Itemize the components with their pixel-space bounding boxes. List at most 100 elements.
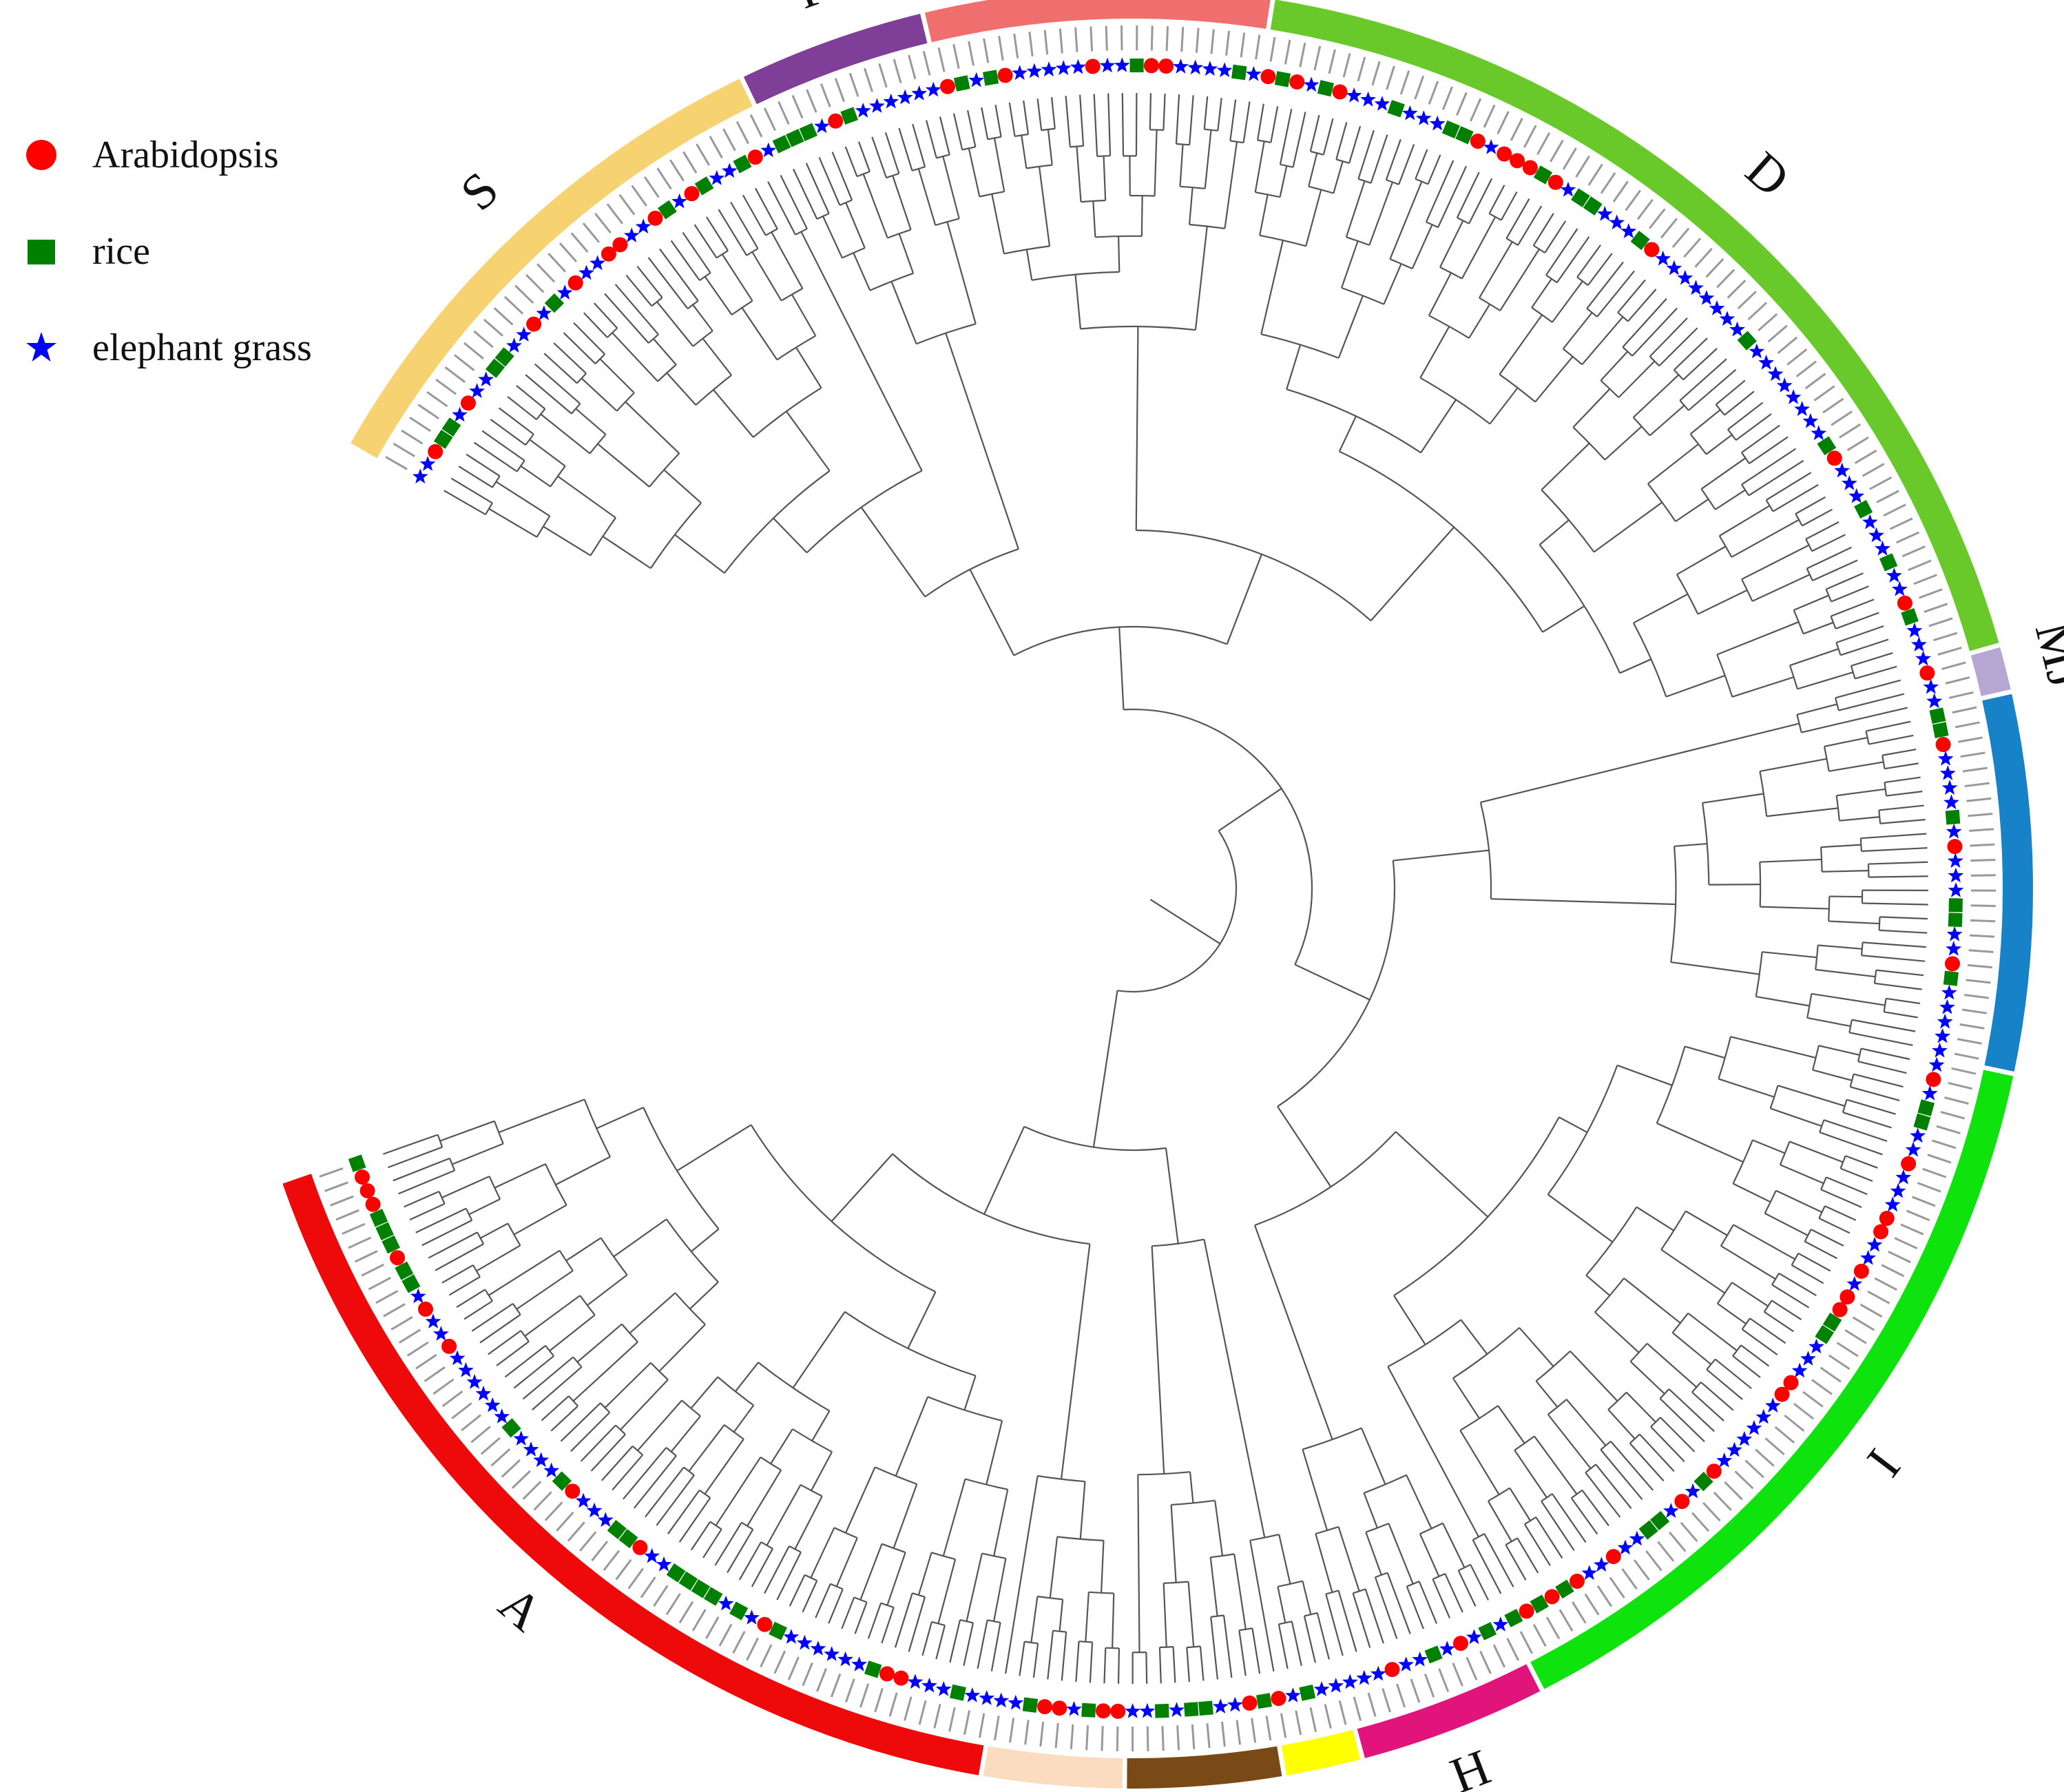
rice-marker bbox=[552, 1471, 572, 1491]
elephant-grass-marker bbox=[1139, 1702, 1156, 1718]
tip-label-glyph bbox=[1716, 269, 1735, 289]
tip-label-glyph bbox=[1510, 118, 1523, 141]
tip-label-glyph bbox=[567, 1521, 585, 1542]
tip-label-glyph bbox=[1889, 517, 1913, 530]
tip-label-glyph bbox=[1101, 1726, 1104, 1751]
rice-marker bbox=[799, 123, 817, 141]
tip-label-glyph bbox=[1883, 503, 1906, 517]
tip-label-glyph bbox=[1280, 1713, 1287, 1738]
rice-marker bbox=[1932, 722, 1949, 738]
elephant-grass-marker bbox=[1041, 61, 1057, 76]
tip-label-glyph bbox=[1968, 949, 1994, 953]
tip-label-glyph bbox=[582, 222, 601, 243]
elephant-grass-marker bbox=[1749, 343, 1765, 359]
elephant-grass-marker bbox=[644, 1548, 660, 1563]
tip-label-glyph bbox=[348, 1236, 372, 1249]
arabidopsis-marker bbox=[684, 186, 700, 202]
elephant-grass-marker bbox=[1401, 105, 1418, 121]
clade-ring-i bbox=[1530, 1070, 2014, 1689]
tip-label-glyph bbox=[385, 455, 408, 470]
tip-label-glyph bbox=[1922, 1167, 1947, 1178]
elephant-grass-marker bbox=[412, 468, 428, 483]
rice-marker bbox=[1943, 970, 1959, 986]
elephant-grass-marker bbox=[1666, 260, 1682, 275]
tip-label-glyph bbox=[806, 89, 817, 113]
arabidopsis-marker bbox=[1897, 595, 1912, 611]
tip-label-glyph bbox=[1609, 1576, 1625, 1598]
rice-marker bbox=[369, 1209, 388, 1227]
arabidopsis-marker bbox=[428, 444, 444, 459]
elephant-grass-marker bbox=[1841, 475, 1857, 490]
rice-marker bbox=[1917, 1099, 1935, 1116]
rice-marker bbox=[1317, 80, 1334, 97]
tip-label-glyph bbox=[1562, 147, 1577, 170]
rice-marker bbox=[1478, 1622, 1497, 1640]
tip-label-glyph bbox=[1070, 1724, 1074, 1749]
tip-label-glyph bbox=[548, 253, 566, 273]
elephant-grass-marker bbox=[1946, 823, 1962, 839]
tip-label-glyph bbox=[1414, 75, 1425, 100]
arabidopsis-marker bbox=[565, 1483, 581, 1499]
elephant-grass-marker bbox=[1808, 1338, 1824, 1354]
arabidopsis-marker bbox=[1919, 665, 1935, 681]
tip-label-glyph bbox=[533, 1491, 552, 1511]
tip-label-glyph bbox=[514, 284, 534, 304]
tip-label-glyph bbox=[1455, 92, 1468, 116]
arabidopsis-marker bbox=[390, 1250, 406, 1266]
tip-label-glyph bbox=[1691, 1512, 1710, 1532]
arabidopsis-marker bbox=[1052, 1700, 1067, 1716]
tip-label-glyph bbox=[933, 1704, 941, 1729]
tip-label-glyph bbox=[656, 167, 672, 190]
rice-marker bbox=[544, 293, 565, 313]
arabidopsis-marker bbox=[828, 113, 844, 129]
clade-label-e: E bbox=[2060, 866, 2064, 898]
tip-label-glyph bbox=[1747, 302, 1768, 320]
elephant-grass-marker bbox=[556, 284, 573, 300]
tip-label-glyph bbox=[1932, 1139, 1957, 1149]
tip-label-glyph bbox=[342, 1222, 366, 1235]
tip-markers bbox=[348, 57, 1964, 1719]
legend-label: rice bbox=[92, 230, 150, 273]
arabidopsis-marker bbox=[1853, 1263, 1869, 1279]
tip-label-glyph bbox=[522, 1481, 542, 1500]
tip-label-glyph bbox=[1180, 27, 1185, 52]
tip-label-glyph bbox=[1309, 1707, 1317, 1732]
tip-label-glyph bbox=[556, 1511, 574, 1532]
tip-label-glyph bbox=[1951, 1067, 1977, 1075]
tip-label-glyph bbox=[1888, 1250, 1911, 1264]
elephant-grass-marker bbox=[1466, 1629, 1482, 1645]
elephant-grass-marker bbox=[1943, 794, 1959, 810]
elephant-grass-marker bbox=[1099, 57, 1116, 73]
elephant-grass-marker bbox=[1939, 999, 1955, 1014]
tip-label-glyph bbox=[763, 107, 776, 132]
elephant-grass-marker bbox=[494, 1408, 510, 1424]
tip-label-glyph bbox=[1924, 603, 1948, 613]
rice-marker bbox=[840, 107, 859, 125]
clade-ring-h bbox=[1357, 1664, 1541, 1758]
rice-marker bbox=[382, 1235, 400, 1254]
elephant-grass-marker bbox=[1398, 1656, 1415, 1671]
elephant-grass-marker bbox=[1848, 488, 1865, 503]
rice-marker bbox=[733, 154, 752, 174]
tip-label-glyph bbox=[1895, 531, 1919, 544]
tip-label-glyph bbox=[1876, 490, 1899, 503]
elephant-grass-marker bbox=[597, 1512, 614, 1528]
elephant-grass-marker bbox=[1492, 1616, 1509, 1632]
tip-label-glyph bbox=[968, 41, 974, 66]
tip-label-glyph bbox=[653, 1585, 669, 1607]
tip-label-glyph bbox=[1013, 33, 1019, 59]
arabidopsis-marker bbox=[1242, 1695, 1258, 1711]
rice-marker bbox=[1693, 1471, 1713, 1492]
elephant-grass-marker bbox=[911, 85, 928, 101]
elephant-grass-marker bbox=[1946, 926, 1963, 941]
tip-label-glyph bbox=[1492, 1644, 1506, 1668]
elephant-grass-marker bbox=[1923, 678, 1939, 694]
tip-label-glyph bbox=[1724, 1481, 1743, 1501]
elephant-grass-marker bbox=[1415, 110, 1432, 125]
elephant-grass-marker bbox=[1802, 413, 1819, 428]
tip-label-glyph bbox=[918, 1700, 927, 1725]
tip-label-glyph bbox=[1621, 1568, 1638, 1590]
rice-marker bbox=[666, 1563, 686, 1583]
tip-label-glyph bbox=[1660, 218, 1678, 239]
